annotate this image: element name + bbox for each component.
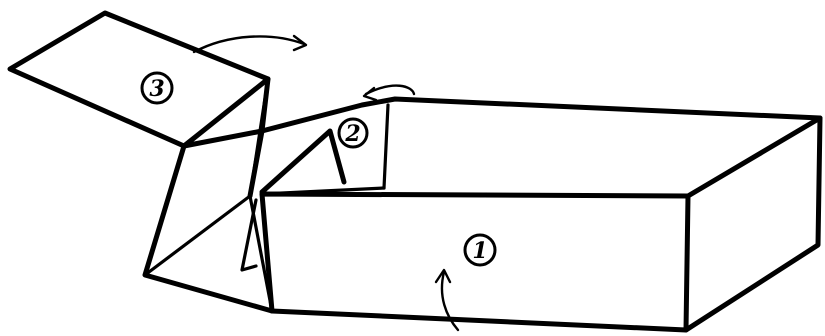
flap-3-lid [10, 13, 268, 146]
flap-2 [262, 131, 344, 192]
flap-3-badge: 3 [142, 73, 172, 103]
curved-arrow-right-icon [194, 36, 306, 52]
corner-tab [242, 200, 256, 270]
flap-2-badge: 2 [339, 119, 367, 147]
flap-3-side-line [250, 79, 268, 196]
left-end-panel [145, 131, 272, 311]
flap-3-number: 3 [149, 76, 164, 102]
flap-1-badge: 1 [465, 235, 495, 265]
box-right-side [686, 118, 820, 330]
flap-2-fold [262, 131, 344, 192]
box-inner-back-wall [384, 105, 388, 188]
flap-2-number: 2 [344, 121, 360, 147]
flap-1-number: 1 [472, 238, 487, 264]
left-end-diagonal [145, 196, 250, 275]
